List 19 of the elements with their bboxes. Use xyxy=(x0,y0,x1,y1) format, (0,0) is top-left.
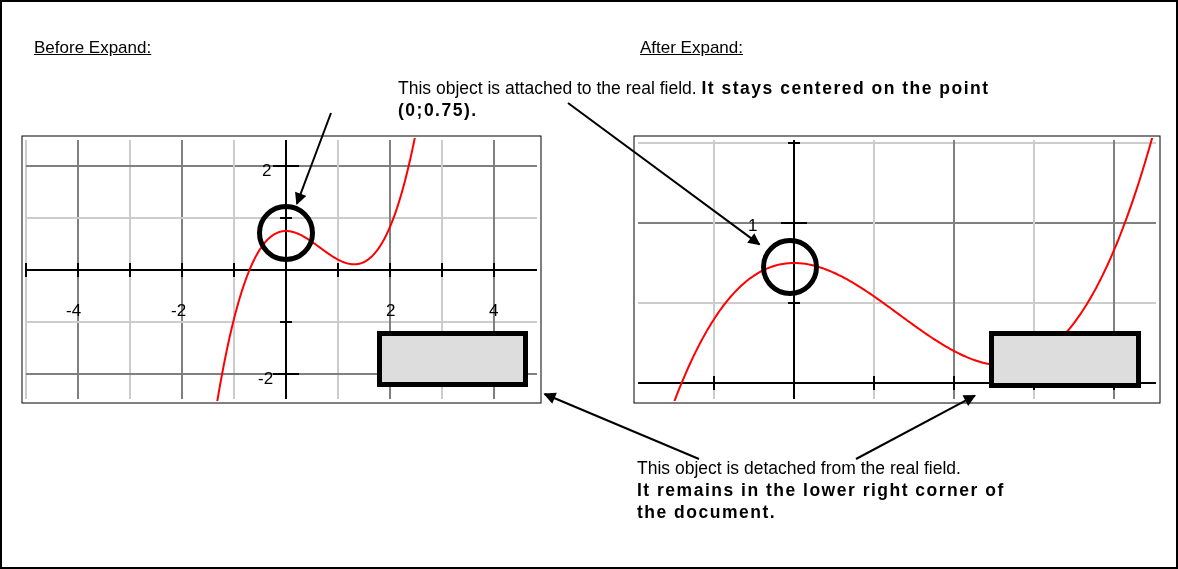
arrow xyxy=(567,102,761,246)
tick-label: 2 xyxy=(262,161,272,181)
annotation-text: This object is detached from the real field. It remains in the lower right corner of the document. xyxy=(637,457,1037,523)
tick-label: -2 xyxy=(258,369,274,389)
detached-rectangle xyxy=(989,331,1141,388)
tick-label: 2 xyxy=(386,301,396,321)
arrow xyxy=(855,394,976,460)
arrow xyxy=(295,112,332,206)
section-heading: After Expand: xyxy=(640,38,743,58)
section-heading: Before Expand: xyxy=(34,38,152,58)
marker-circle xyxy=(761,238,819,296)
detached-rectangle xyxy=(377,331,528,387)
tick-label: 1 xyxy=(748,216,758,236)
tick-label: -4 xyxy=(66,301,82,321)
marker-circle xyxy=(257,204,315,262)
annotation-text: This object is attached to the real field. It stays centered on the point (0;0.75). xyxy=(398,77,1066,121)
tick-label: -2 xyxy=(171,301,187,321)
tick-label: 4 xyxy=(489,301,499,321)
arrow xyxy=(543,392,700,460)
